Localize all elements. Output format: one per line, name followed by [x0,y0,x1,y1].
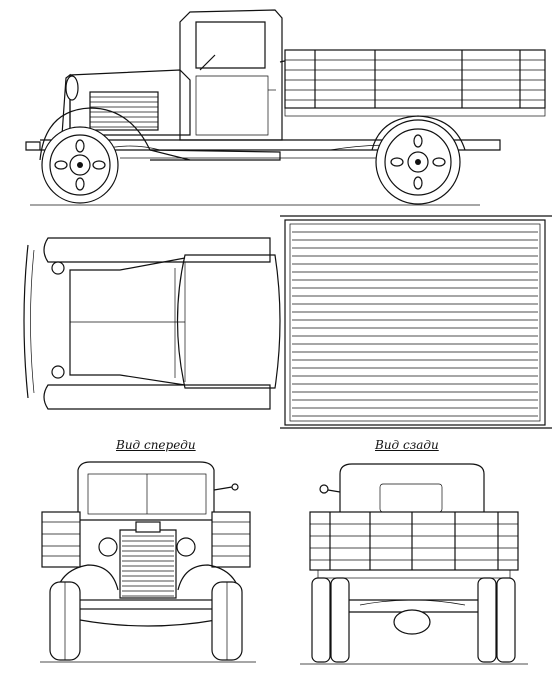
headlamp-left [98,537,118,557]
cargo-bed-top [284,219,546,426]
hood-louvers [89,91,159,131]
radiator-grille [119,529,177,599]
cab-window [195,21,266,69]
tailgate [309,511,519,571]
front-wheel-side [41,126,119,204]
cargo-bed-side [284,49,546,109]
differential [393,609,431,635]
headlamp-side [65,75,79,101]
rear-cab-window [379,483,443,513]
rear-view-label: Вид сзади [375,438,439,452]
rear-wheel-side [375,119,461,205]
side-view [25,9,546,206]
front-bumper [67,599,227,610]
headlamp-right [176,537,196,557]
rear-view [300,463,528,665]
front-view [40,461,256,663]
front-view-label: Вид спереди [116,438,196,452]
top-view [23,215,552,429]
